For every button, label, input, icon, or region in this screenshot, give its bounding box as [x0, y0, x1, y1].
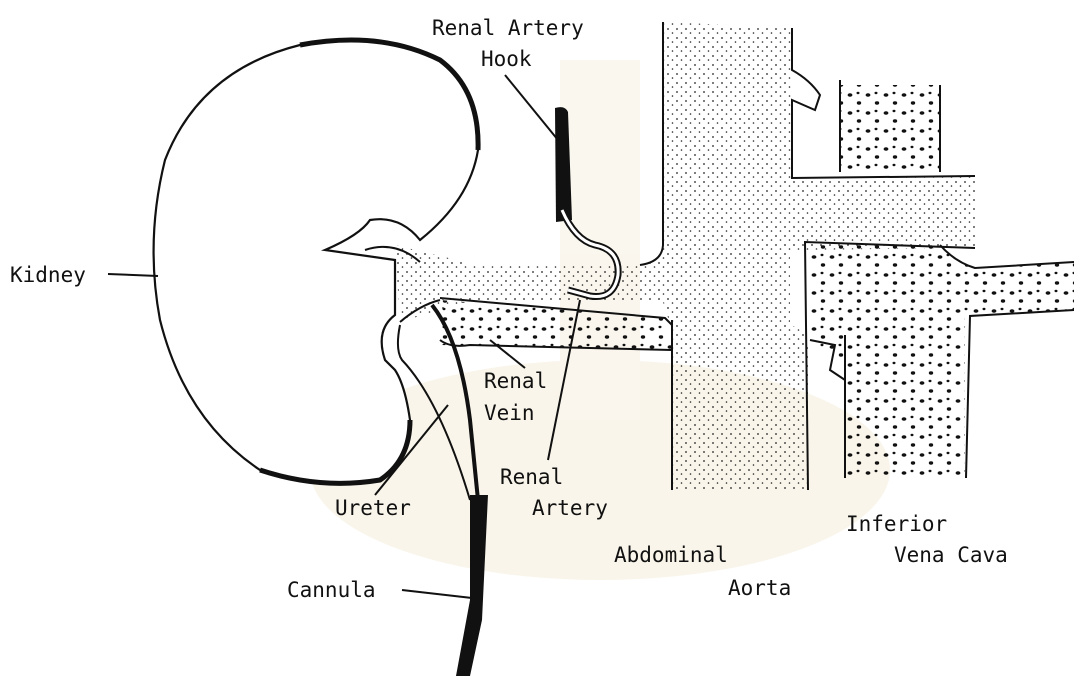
label-renal-artery-hook-2: Hook [481, 47, 532, 71]
leader-kidney [108, 274, 158, 276]
label-kidney: Kidney [10, 263, 86, 287]
label-inferior-vena-cava-2: Vena Cava [894, 543, 1008, 567]
leader-hook [505, 75, 558, 140]
inferior-vena-cava [808, 80, 1074, 478]
leader-cannula [402, 590, 472, 598]
label-abdominal-aorta-1: Abdominal [614, 543, 728, 567]
label-renal-artery-1: Renal [500, 465, 563, 489]
label-renal-artery-hook-1: Renal Artery [432, 16, 584, 40]
label-cannula: Cannula [287, 578, 376, 602]
label-abdominal-aorta-2: Aorta [728, 576, 791, 600]
label-renal-vein-1: Renal [484, 369, 547, 393]
label-renal-artery-2: Artery [532, 496, 608, 520]
label-inferior-vena-cava-1: Inferior [846, 512, 947, 536]
label-renal-vein-2: Vein [484, 401, 535, 425]
label-ureter: Ureter [335, 496, 411, 520]
